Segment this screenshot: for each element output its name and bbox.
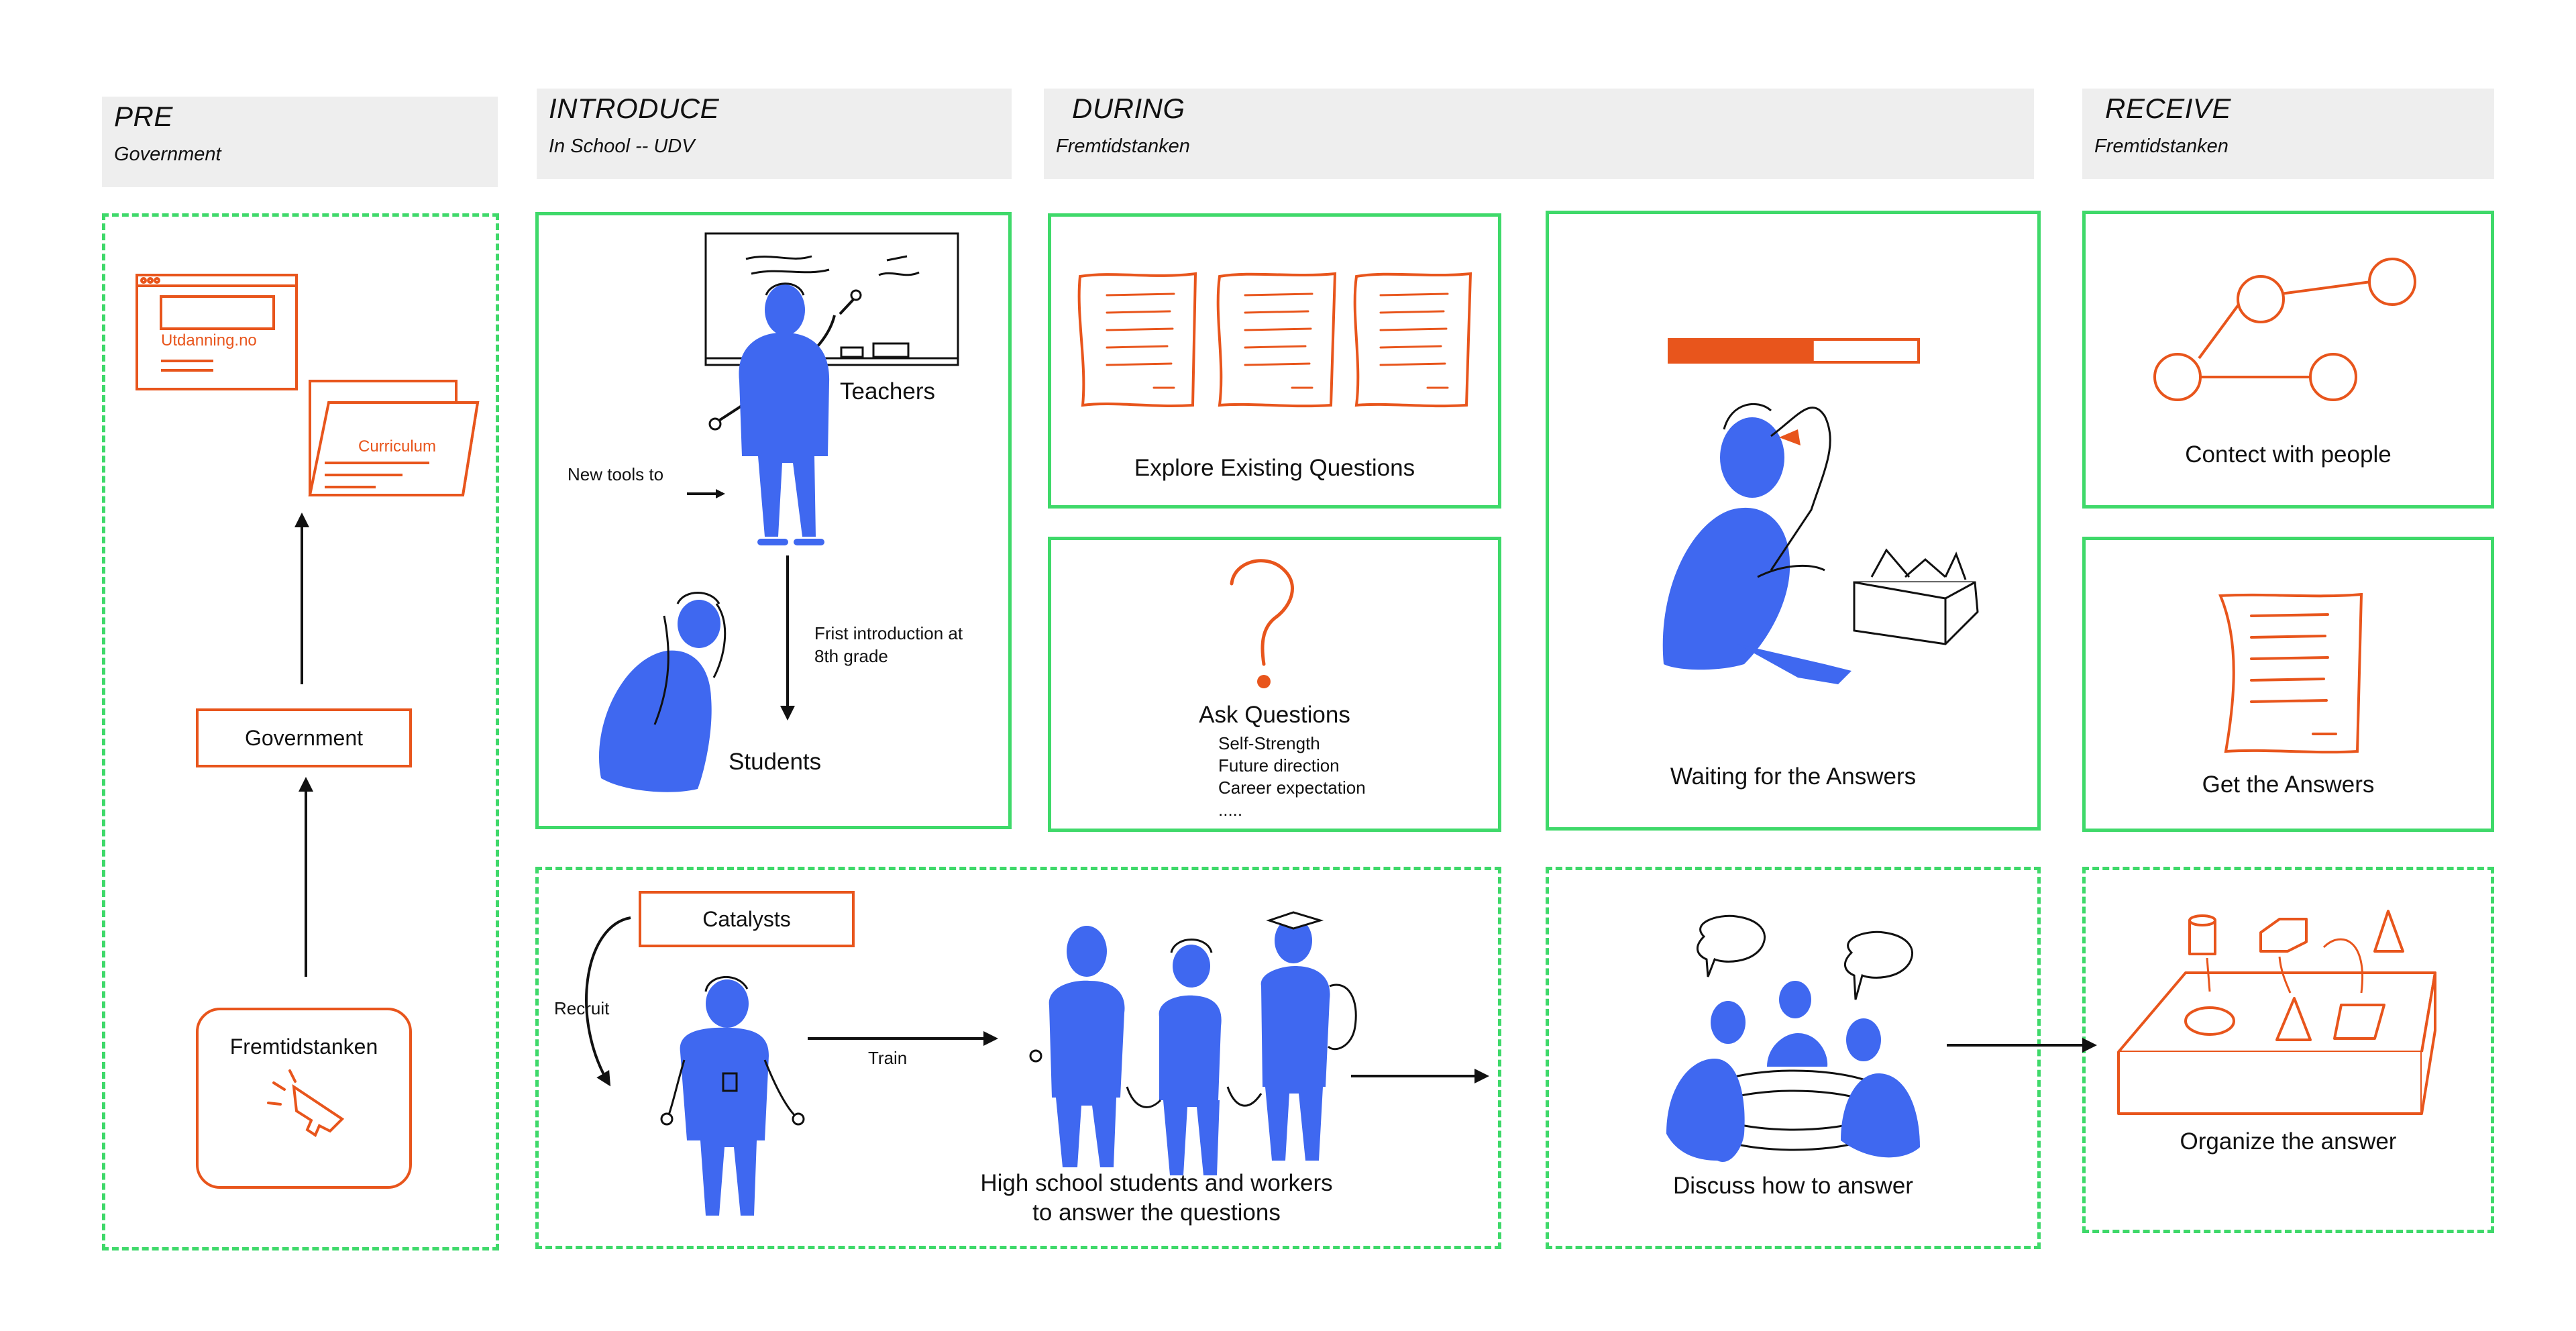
phase-title: INTRODUCE	[549, 93, 720, 124]
website-label: Utdanning.no	[161, 331, 257, 350]
phase-title: PRE	[114, 101, 173, 132]
recruit-label: Recruit	[554, 998, 610, 1018]
explore-frame	[1048, 213, 1501, 509]
helpers-caption: High school students and workers to answ…	[980, 1170, 1333, 1226]
new-tools-label: New tools to	[568, 464, 664, 484]
catalysts-frame	[535, 867, 1501, 1249]
curriculum-folder-icon	[308, 380, 480, 496]
train-label: Train	[868, 1048, 908, 1068]
phase-title: RECEIVE	[2105, 93, 2231, 124]
phase-header-during: DURING Fremtidstanken	[1044, 89, 2034, 179]
connect-label: Contect with people	[2185, 441, 2392, 468]
connect-frame	[2082, 211, 2494, 509]
student-figure	[598, 592, 727, 792]
teachers-label: Teachers	[840, 378, 936, 405]
phase-title: DURING	[1072, 93, 1185, 124]
get-answers-label: Get the Answers	[2202, 771, 2375, 798]
government-box: Government	[196, 708, 412, 767]
waiting-frame	[1546, 211, 2041, 831]
catalysts-box: Catalysts	[639, 891, 855, 947]
phase-subtitle: Fremtidstanken	[1056, 136, 1190, 157]
phase-subtitle: Government	[114, 144, 221, 165]
discuss-label: Discuss how to answer	[1673, 1173, 1913, 1199]
shape-sorter-icon	[2117, 910, 2436, 1115]
box-icon	[1853, 548, 1979, 645]
ask-item: .....	[1218, 800, 1243, 820]
paper-icons	[1077, 272, 1472, 408]
blackboard-icon	[704, 232, 959, 366]
answer-sheet-icon	[2218, 592, 2363, 754]
ask-items-list: Self-Strength Future direction Career ex…	[1218, 733, 1366, 821]
waiting-label: Waiting for the Answers	[1670, 763, 1917, 790]
question-mark-icon	[1230, 559, 1294, 688]
ask-item: Future direction	[1218, 755, 1340, 776]
discuss-illustration	[1666, 914, 1920, 1162]
ask-item: Career expectation	[1218, 778, 1366, 798]
phase-header-receive: RECEIVE Fremtidstanken	[2082, 89, 2494, 179]
explore-label: Explore Existing Questions	[1134, 455, 1415, 481]
first-intro-label: Frist introduction at 8th grade	[814, 623, 963, 666]
curriculum-label: Curriculum	[358, 437, 437, 456]
ask-item: Self-Strength	[1218, 733, 1320, 753]
introduce-frame	[535, 212, 1012, 829]
waiting-figure	[1662, 403, 1851, 684]
phase-header-introduce: INTRODUCE In School -- UDV	[537, 89, 1012, 179]
phase-header-pre: PRE Government	[102, 97, 498, 187]
helpers-group	[1029, 911, 1357, 1175]
fremtidstanken-origin-box: Fremtidstanken	[196, 1008, 412, 1189]
students-label: Students	[729, 749, 822, 775]
recruit-arrow	[585, 916, 631, 1087]
megaphone-icon	[267, 1069, 345, 1137]
ask-label: Ask Questions	[1199, 702, 1350, 728]
discuss-frame	[1546, 867, 2041, 1249]
paper-lines	[1106, 292, 1449, 389]
phase-subtitle: In School -- UDV	[549, 136, 695, 157]
ask-frame	[1048, 537, 1501, 832]
get-answers-frame	[2082, 537, 2494, 832]
teacher-figure	[708, 282, 862, 545]
catalyst-figure	[660, 975, 805, 1216]
organize-label: Organize the answer	[2180, 1128, 2397, 1155]
phase-subtitle: Fremtidstanken	[2094, 136, 2229, 157]
pre-frame	[102, 213, 499, 1250]
origin-label: Fremtidstanken	[229, 1034, 378, 1059]
website-icon	[136, 274, 298, 390]
progress-bar	[1668, 338, 1920, 364]
network-icon	[2153, 258, 2416, 401]
